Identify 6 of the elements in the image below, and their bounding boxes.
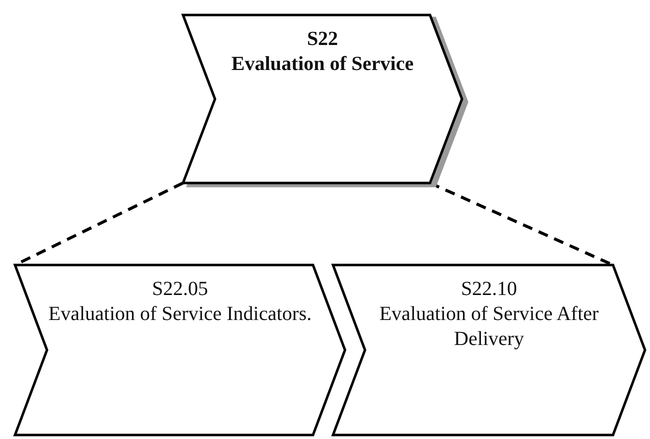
step-code: S22 [306,27,338,52]
step-code: S22.05 [152,277,208,302]
step-title: Evaluation of Service After Delivery [378,302,600,352]
step-title: Evaluation of Service Indicators. [48,302,312,327]
step-title: Evaluation of Service [231,52,414,77]
step-code: S22.10 [460,277,518,302]
